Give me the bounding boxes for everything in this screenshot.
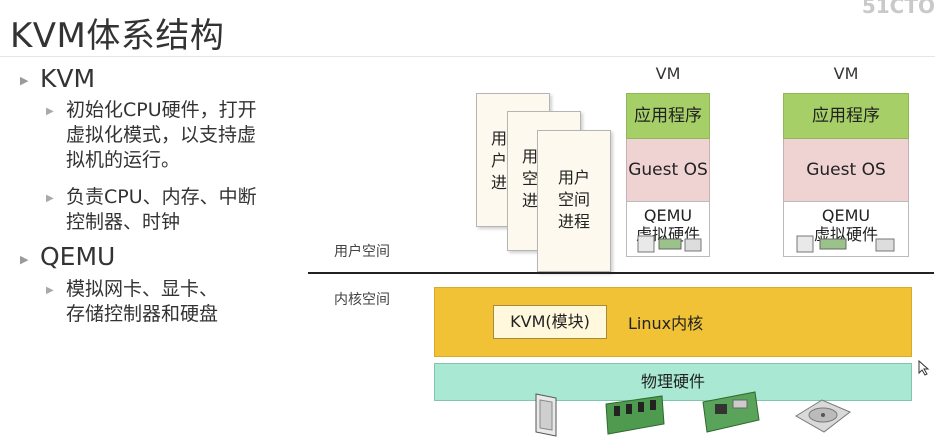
text-line: 虚拟化模式，以支持虚 bbox=[66, 124, 257, 146]
network-card-icon bbox=[702, 391, 760, 433]
title-underline bbox=[0, 56, 935, 57]
text-line: 拟机的运行。 bbox=[66, 149, 181, 171]
sub-bullet-kvm-responsible: 负责CPU、内存、中断 控制器、时钟 bbox=[66, 185, 257, 235]
text-line: 空间 bbox=[557, 190, 590, 209]
sub-bullet-kvm-init: 初始化CPU硬件，打开 虚拟化模式，以支持虚 拟机的运行。 bbox=[66, 98, 257, 173]
text-line: 初始化CPU硬件，打开 bbox=[66, 99, 257, 121]
vm-qemu-box: QEMU 虚拟硬件 bbox=[626, 201, 710, 257]
bullet-kvm: KVM bbox=[40, 64, 96, 93]
qemu-label: QEMU bbox=[821, 206, 871, 225]
text-line: 用 bbox=[521, 147, 538, 166]
vm-stack-1: 应用程序 Guest OS QEMU 虚拟硬件 bbox=[626, 93, 710, 257]
text-line: 进程 bbox=[557, 212, 590, 231]
bullet-qemu: QEMU bbox=[40, 242, 116, 271]
sub-bullet-triangle-icon: ▶ bbox=[46, 106, 54, 117]
text-line: 进 bbox=[490, 173, 507, 192]
text-line: 空 bbox=[521, 169, 538, 188]
memory-module-icon bbox=[605, 395, 665, 435]
sub-bullet-triangle-icon: ▶ bbox=[46, 193, 54, 204]
sub-bullet-triangle-icon: ▶ bbox=[46, 285, 54, 296]
user-kernel-divider bbox=[308, 272, 934, 274]
text-line: 户 bbox=[490, 151, 507, 170]
watermark: 51CTO bbox=[861, 0, 935, 18]
vm-stack-2: 应用程序 Guest OS QEMU 虚拟硬件 bbox=[783, 93, 909, 257]
kvm-module-box: KVM(模块) bbox=[493, 305, 607, 339]
page-title: KVM体系结构 bbox=[10, 16, 225, 56]
kernel-space-label: 内核空间 bbox=[334, 292, 390, 308]
text-line: 负责CPU、内存、中断 bbox=[66, 186, 257, 208]
bullet-triangle-icon: ▶ bbox=[20, 253, 29, 266]
vm-label: VM bbox=[833, 64, 859, 83]
text-line: 进 bbox=[521, 191, 538, 210]
text-line: 用户 bbox=[557, 168, 590, 187]
vm-guest-os: Guest OS bbox=[626, 139, 710, 201]
vm-label: VM bbox=[655, 64, 681, 83]
user-process-box-front: 用户 空间 进程 bbox=[537, 130, 611, 272]
user-space-label: 用户空间 bbox=[334, 244, 390, 260]
text-line: 控制器、时钟 bbox=[66, 211, 181, 233]
physical-hardware-box: 物理硬件 bbox=[434, 363, 912, 401]
text-line: 模拟网卡、显卡、 bbox=[66, 278, 219, 300]
cpu-chip-icon bbox=[535, 393, 557, 437]
sub-bullet-qemu-emulate: 模拟网卡、显卡、 存储控制器和硬盘 bbox=[66, 277, 218, 327]
linux-kernel-label: Linux内核 bbox=[628, 314, 704, 333]
qemu-label: QEMU bbox=[643, 206, 693, 225]
virtual-hardware-icon bbox=[637, 235, 702, 253]
mouse-cursor-icon bbox=[918, 360, 930, 376]
virtual-hardware-icon bbox=[796, 235, 895, 253]
text-line: 存储控制器和硬盘 bbox=[66, 303, 219, 325]
bullet-triangle-icon: ▶ bbox=[20, 74, 29, 87]
vm-application: 应用程序 bbox=[626, 93, 710, 139]
hard-disk-icon bbox=[795, 399, 851, 433]
vm-application: 应用程序 bbox=[783, 93, 909, 139]
vm-qemu-box: QEMU 虚拟硬件 bbox=[783, 201, 909, 257]
vm-guest-os: Guest OS bbox=[783, 139, 909, 201]
text-line: 用 bbox=[490, 129, 507, 148]
